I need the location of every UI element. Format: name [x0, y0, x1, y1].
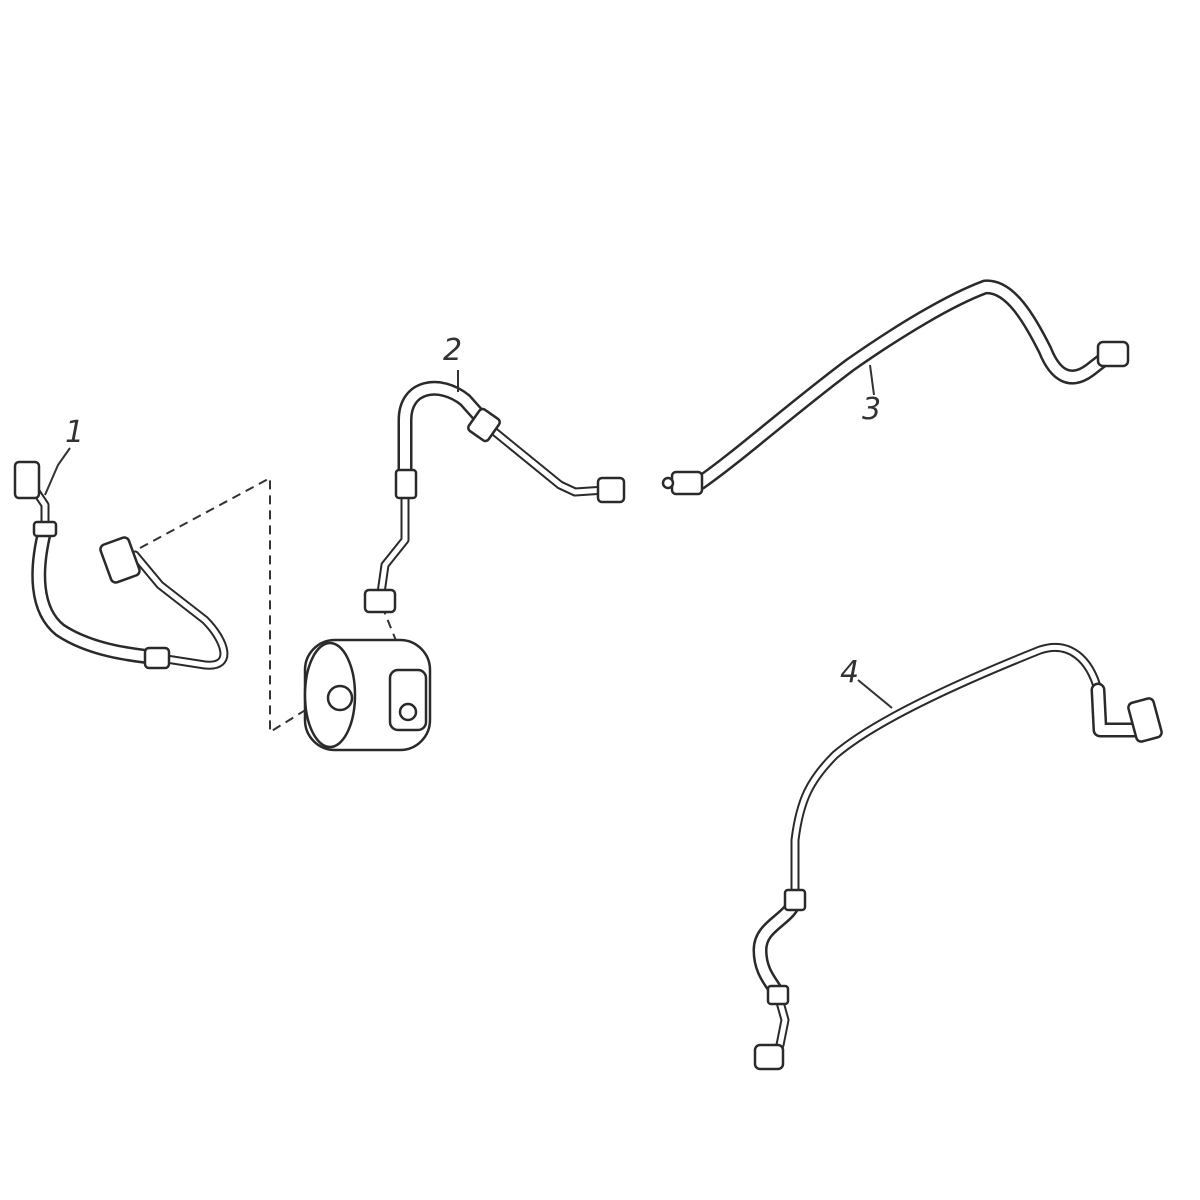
callout-4: 4: [840, 655, 860, 690]
leader-line-1: [44, 447, 71, 496]
compressor: [303, 638, 432, 752]
hose-2: [363, 380, 626, 614]
leader-line-3: [869, 364, 875, 396]
callout-3: 3: [862, 392, 882, 427]
callout-1: 1: [65, 415, 85, 450]
leader-line-4: [857, 679, 893, 709]
hose-1: [13, 460, 229, 670]
hose-4: [752, 642, 1163, 1071]
assembly-dashed-line-1: [139, 476, 313, 734]
hose-3: [661, 279, 1130, 496]
callout-2: 2: [443, 333, 463, 368]
